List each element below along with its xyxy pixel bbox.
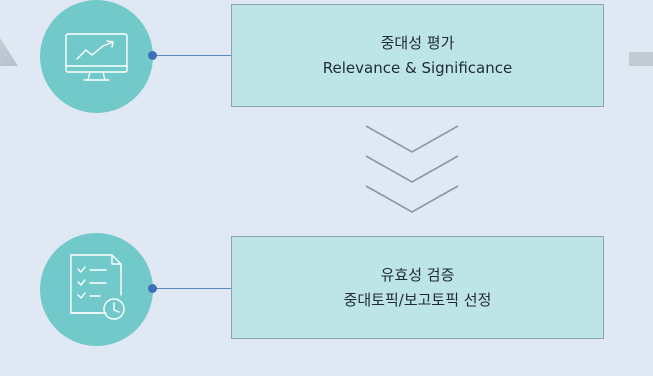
- step-2-connector-line: [153, 288, 231, 289]
- step-1-connector-line: [153, 55, 231, 56]
- chevron-1: [365, 125, 459, 153]
- chevron-2: [365, 155, 459, 183]
- down-chevrons-arrow: [365, 125, 459, 213]
- step-1-icon-circle: [40, 0, 153, 113]
- monitor-chart-icon: [65, 33, 128, 81]
- step-2-title: 유효성 검증: [380, 265, 455, 284]
- step-1-title: 중대성 평가: [380, 33, 455, 52]
- step-2-connector-dot: [148, 284, 157, 293]
- step-2-subtitle: 중대토픽/보고토픽 선정: [343, 290, 492, 309]
- step-1-subtitle: Relevance & Significance: [322, 58, 513, 77]
- chevron-3: [365, 185, 459, 213]
- right-edge-arrow-fragment: [629, 52, 653, 66]
- step-1-box: 중대성 평가 Relevance & Significance: [231, 4, 604, 107]
- left-edge-arrow-fragment: [0, 38, 18, 66]
- step-1-connector-dot: [148, 51, 157, 60]
- step-2-icon-circle: [40, 233, 153, 346]
- step-2-box: 유효성 검증 중대토픽/보고토픽 선정: [231, 236, 604, 339]
- checklist-clock-icon: [70, 254, 125, 320]
